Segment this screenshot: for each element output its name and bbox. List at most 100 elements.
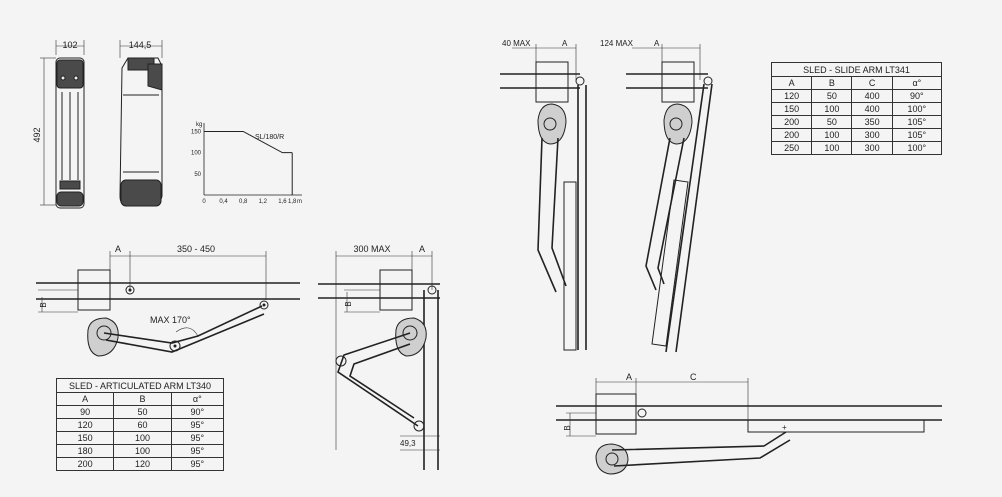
table-cell: 100 xyxy=(113,431,172,445)
slide124-max-label: 124 MAX xyxy=(600,39,634,48)
articulated-arm-table-title: SLED - ARTICULATED ARM LT340 xyxy=(56,378,224,393)
slide-arm-40-diagram: 40 MAX A xyxy=(500,39,587,351)
articulated-inward-diagram: 300 MAX A B 49,3 xyxy=(318,244,440,470)
table-header-cell: C xyxy=(851,76,893,90)
table-header-cell: α° xyxy=(891,76,943,90)
slide-arm-table-title: SLED - SLIDE ARM LT341 xyxy=(771,62,942,77)
x-tick-label: 0,8 xyxy=(239,199,248,205)
table-cell: 400 xyxy=(851,89,893,103)
table-cell: 95° xyxy=(170,418,225,432)
table-cell: 120 xyxy=(55,418,115,432)
bottom-b-label: B xyxy=(563,425,572,430)
slide124-a-label: A xyxy=(654,39,660,48)
series-label: SL/180/R xyxy=(255,134,284,141)
front-width-label: 102 xyxy=(62,40,77,50)
table-header-cell: A xyxy=(770,76,813,90)
table-cell: 150 xyxy=(55,431,115,445)
table-cell: 120 xyxy=(113,457,172,471)
table-cell: 300 xyxy=(851,141,893,155)
table-cell: 100 xyxy=(811,128,853,142)
table-cell: 60 xyxy=(113,418,172,432)
inward-max-label: 300 MAX xyxy=(353,244,390,254)
x-tick-label: 1,2 xyxy=(259,199,268,205)
articulated-arm-diagram: A 350 - 450 B MAX 170° xyxy=(36,244,300,357)
table-cell: 100° xyxy=(891,141,943,155)
y-axis-unit: kg xyxy=(196,122,202,128)
articulated-span-label: 350 - 450 xyxy=(177,244,215,254)
table-cell: 100 xyxy=(811,141,853,155)
front-height-label: 492 xyxy=(32,127,42,142)
table-cell: 350 xyxy=(851,115,893,129)
table-cell: 105° xyxy=(891,115,943,129)
table-cell: 95° xyxy=(170,444,225,458)
table-cell: 100 xyxy=(811,102,853,116)
table-cell: 120 xyxy=(770,89,813,103)
table-cell: 150 xyxy=(770,102,813,116)
table-header-cell: B xyxy=(811,76,853,90)
table-cell: 50 xyxy=(811,115,853,129)
inward-b-label: B xyxy=(344,301,353,306)
inward-offset-label: 49,3 xyxy=(400,439,416,448)
table-cell: 105° xyxy=(891,128,943,142)
x-tick-label: 0,4 xyxy=(219,199,228,205)
table-header-cell: A xyxy=(55,392,115,406)
table-cell: 95° xyxy=(170,457,225,471)
articulated-angle-label: MAX 170° xyxy=(150,315,191,325)
articulated-a-label: A xyxy=(115,244,121,254)
table-cell: 50 xyxy=(113,405,172,419)
bottom-a-label: A xyxy=(626,372,632,382)
operator-side-view: 144,5 xyxy=(119,40,163,207)
articulated-b-label: B xyxy=(39,302,48,307)
table-cell: 200 xyxy=(770,128,813,142)
slide40-max-label: 40 MAX xyxy=(502,39,531,48)
table-cell: 90 xyxy=(55,405,115,419)
table-header-cell: B xyxy=(113,392,172,406)
x-tick-label: 0 xyxy=(202,199,206,205)
y-tick-label: 50 xyxy=(194,172,201,178)
side-depth-label: 144,5 xyxy=(129,40,152,50)
table-cell: 90° xyxy=(170,405,225,419)
svg-text:+: + xyxy=(782,423,787,432)
operator-front-view: 102 492 xyxy=(32,40,85,209)
y-tick-label: 100 xyxy=(191,151,202,157)
table-cell: 200 xyxy=(55,457,115,471)
slide40-a-label: A xyxy=(562,39,568,48)
bottom-c-label: C xyxy=(690,372,697,382)
table-header-cell: α° xyxy=(170,392,225,406)
table-cell: 250 xyxy=(770,141,813,155)
table-cell: 300 xyxy=(851,128,893,142)
slide-arm-124-diagram: 124 MAX A xyxy=(600,39,713,353)
table-cell: 100 xyxy=(113,444,172,458)
table-cell: 90° xyxy=(891,89,943,103)
table-cell: 400 xyxy=(851,102,893,116)
table-cell: 180 xyxy=(55,444,115,458)
x-axis-unit: m xyxy=(297,199,302,205)
series-line xyxy=(204,130,293,154)
x-tick-label: 1,6 xyxy=(278,199,287,205)
table-cell: 50 xyxy=(811,89,853,103)
table-cell: 200 xyxy=(770,115,813,129)
table-cell: 100° xyxy=(891,102,943,116)
x-tick-label: 1,8 xyxy=(288,199,297,205)
slide-arm-bottom-diagram: A C B + xyxy=(556,372,942,475)
y-tick-label: 150 xyxy=(191,129,202,135)
inward-a-label: A xyxy=(419,244,425,254)
table-cell: 95° xyxy=(170,431,225,445)
